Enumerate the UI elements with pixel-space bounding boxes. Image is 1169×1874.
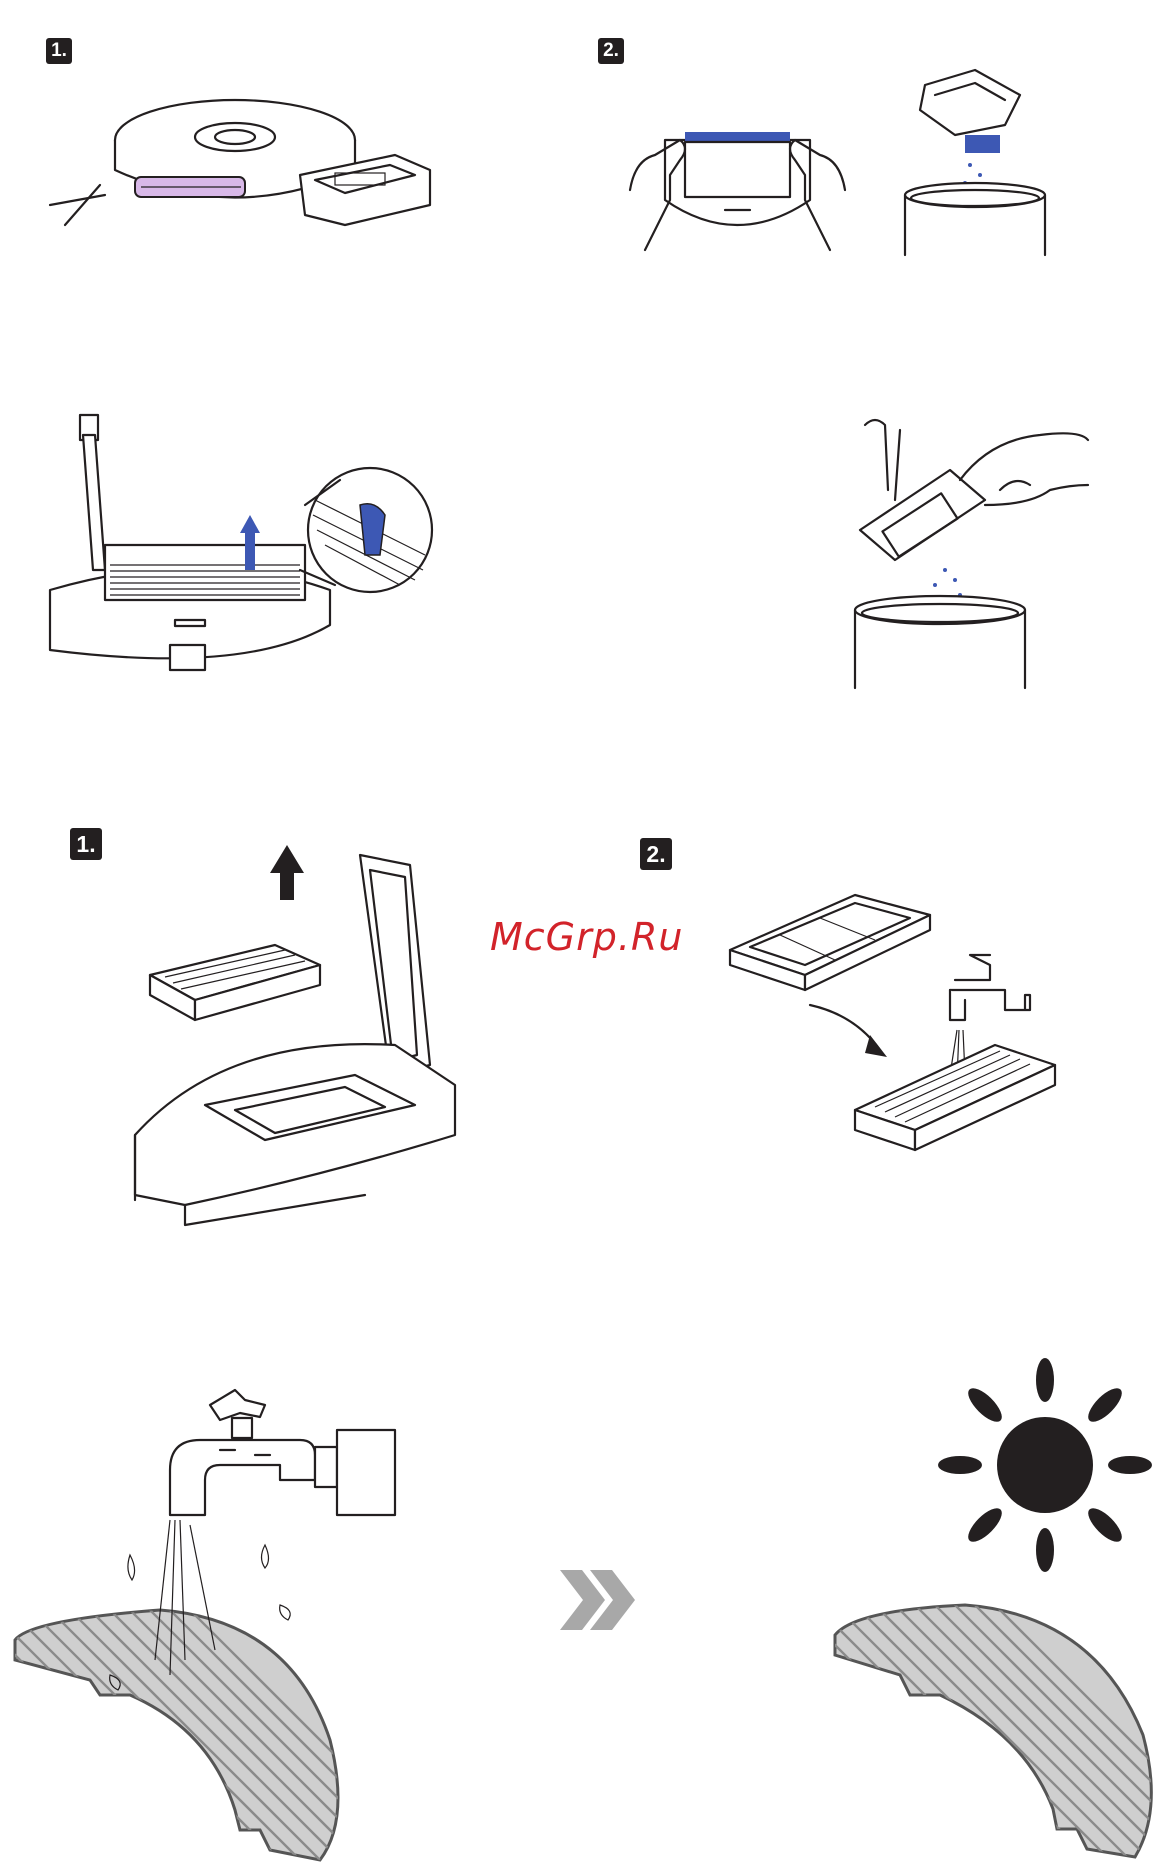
step-badge-row3-1: 1. [70, 828, 102, 860]
watermark: McGrp.Ru [490, 915, 683, 959]
step-badge-row3-2: 2. [640, 838, 672, 870]
mop-pad-dry-icon [825, 1595, 1169, 1865]
filter-removal-icon [45, 405, 455, 690]
double-chevron-right-icon [560, 1570, 640, 1630]
robot-vacuum-icon [45, 95, 485, 235]
trash-can-icon [895, 65, 1055, 260]
step-badge-row1-1: 1. [46, 38, 72, 64]
sun-icon [935, 1355, 1155, 1575]
filter-washing-icon [725, 885, 1065, 1155]
filter-tapping-icon [840, 410, 1090, 690]
step-badge-row1-2: 2. [598, 38, 624, 64]
bin-filter-lift-icon [125, 835, 465, 1235]
dustbin-icon [625, 120, 850, 260]
mop-pad-wet-icon [10, 1510, 360, 1870]
